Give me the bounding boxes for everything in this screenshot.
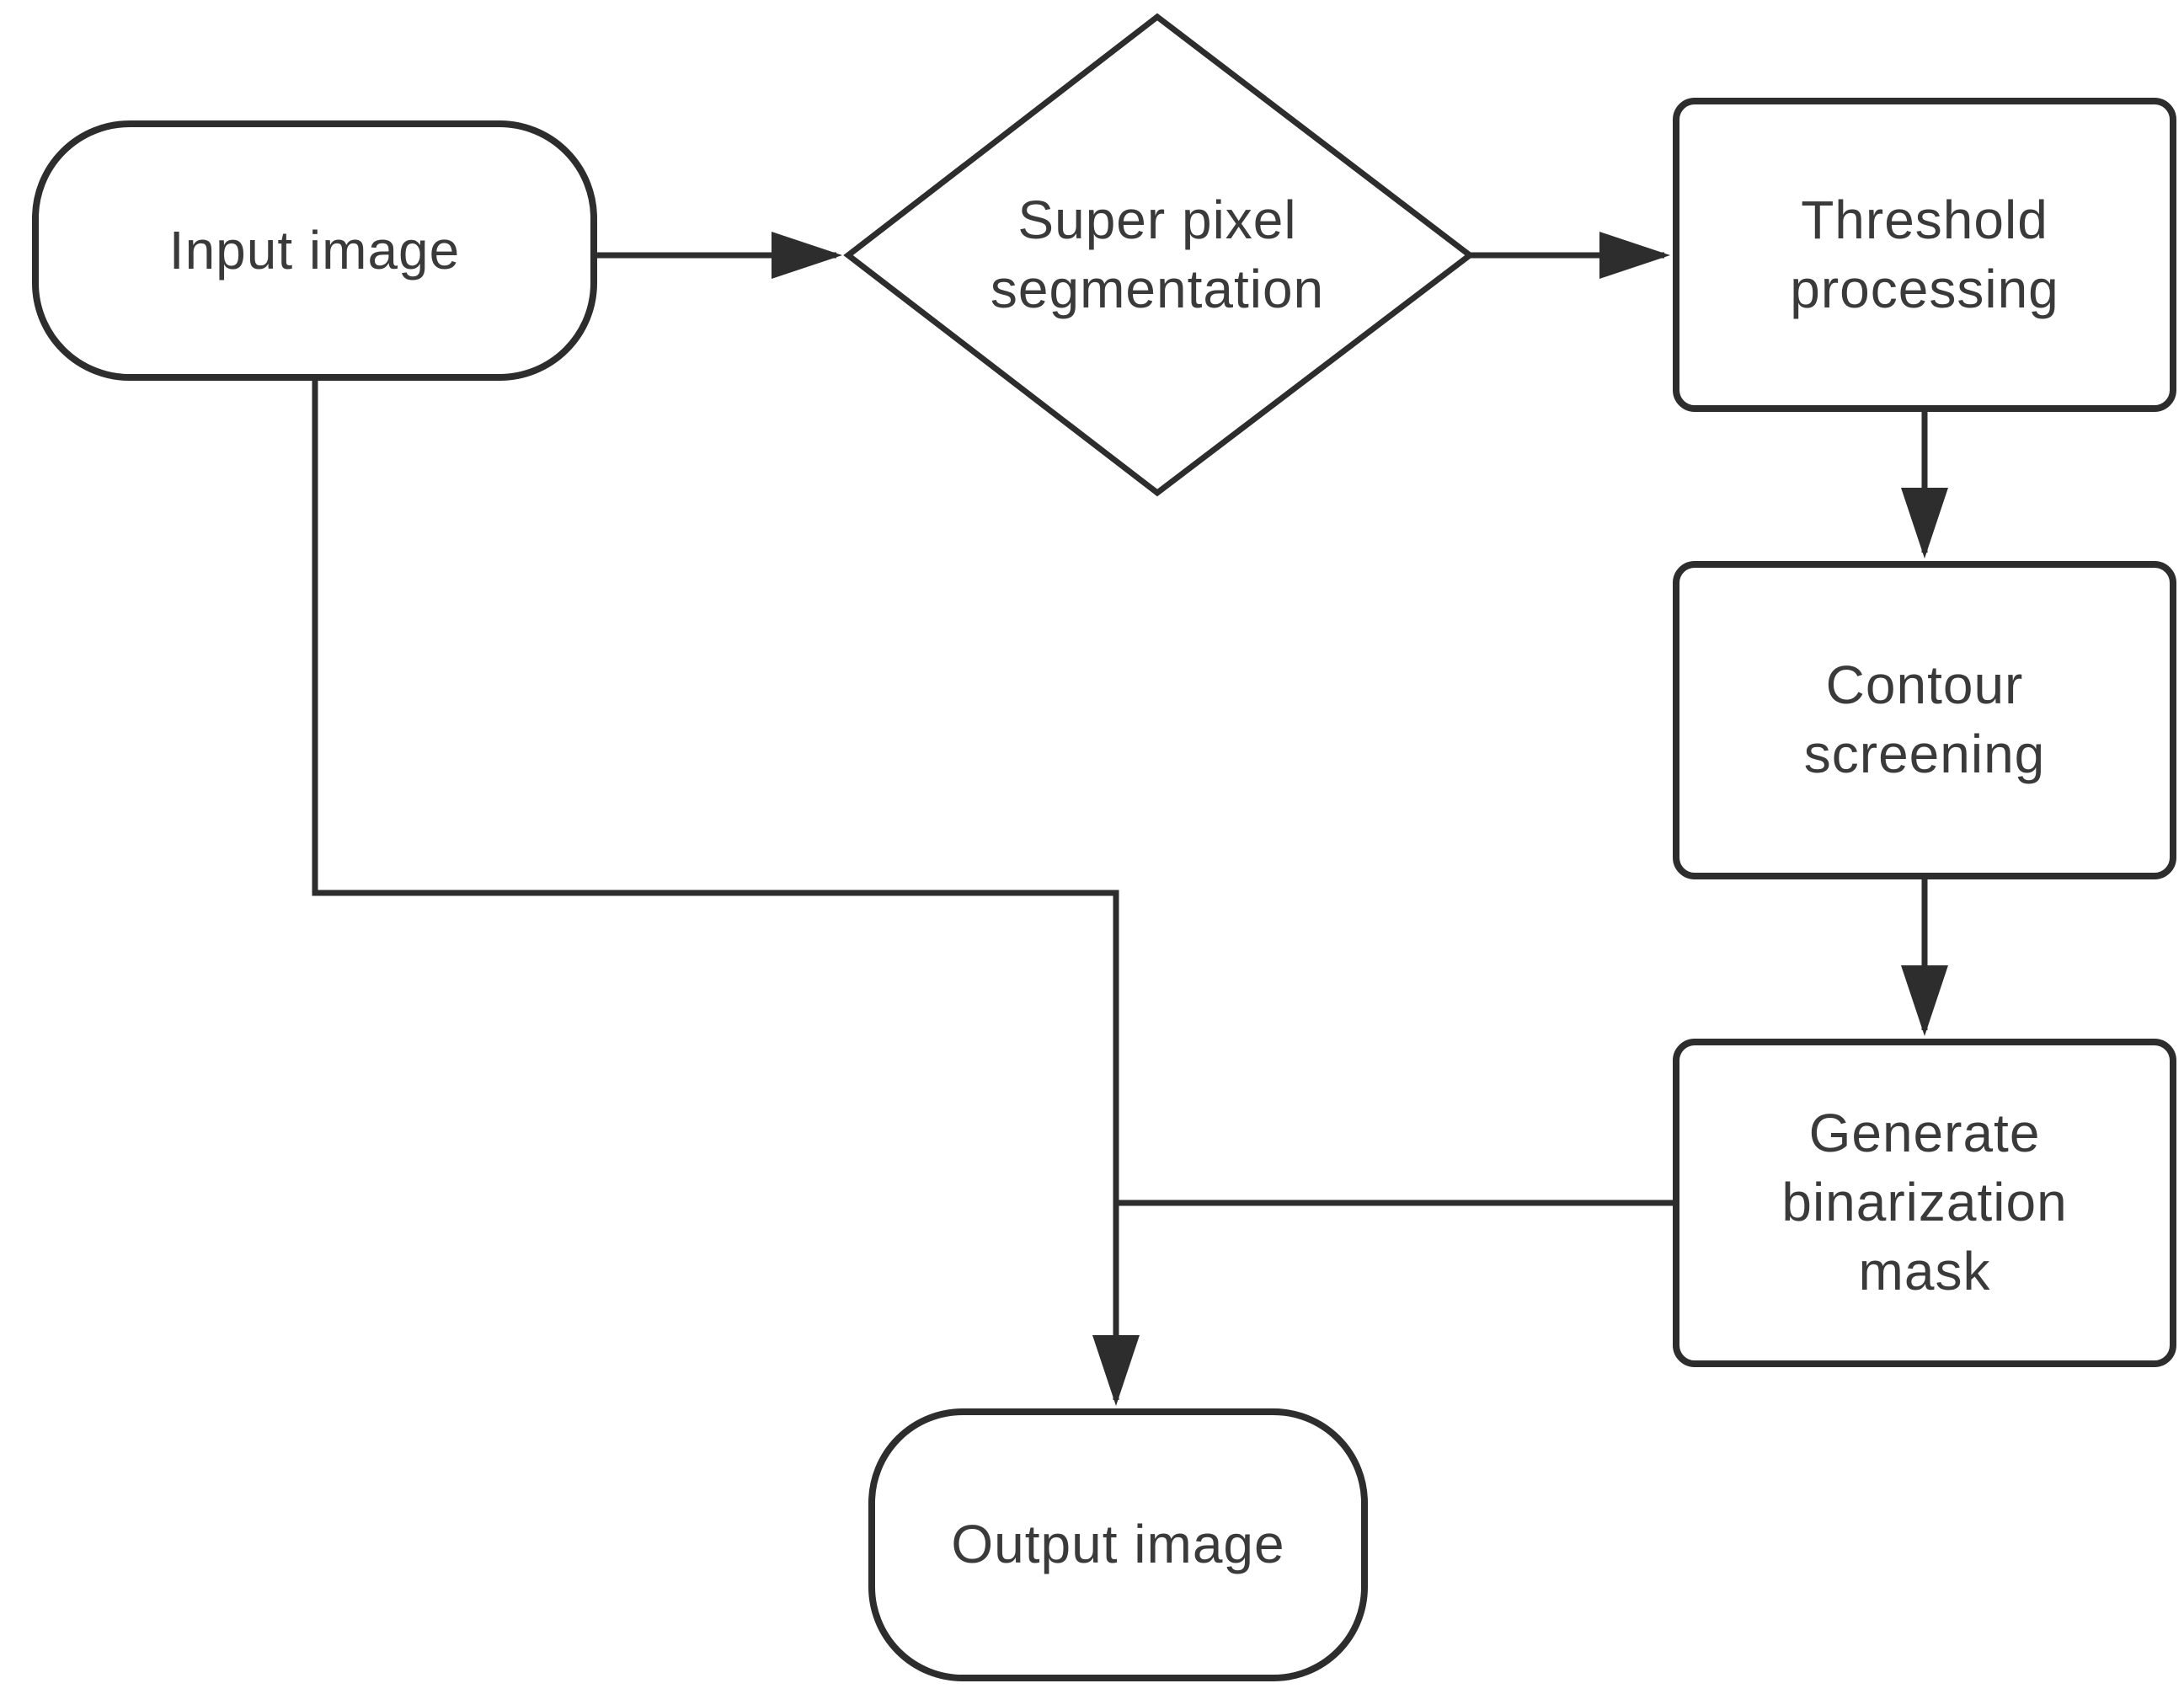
output-node-shape bbox=[868, 1408, 1368, 1681]
superpixel-node-shape bbox=[843, 13, 1475, 497]
mask-node-shape bbox=[1673, 1039, 2176, 1367]
contour-node-shape bbox=[1673, 561, 2176, 879]
edge-input-to-output bbox=[312, 377, 1140, 1406]
threshold-node-shape bbox=[1673, 98, 2176, 412]
input-node-shape bbox=[32, 120, 597, 381]
